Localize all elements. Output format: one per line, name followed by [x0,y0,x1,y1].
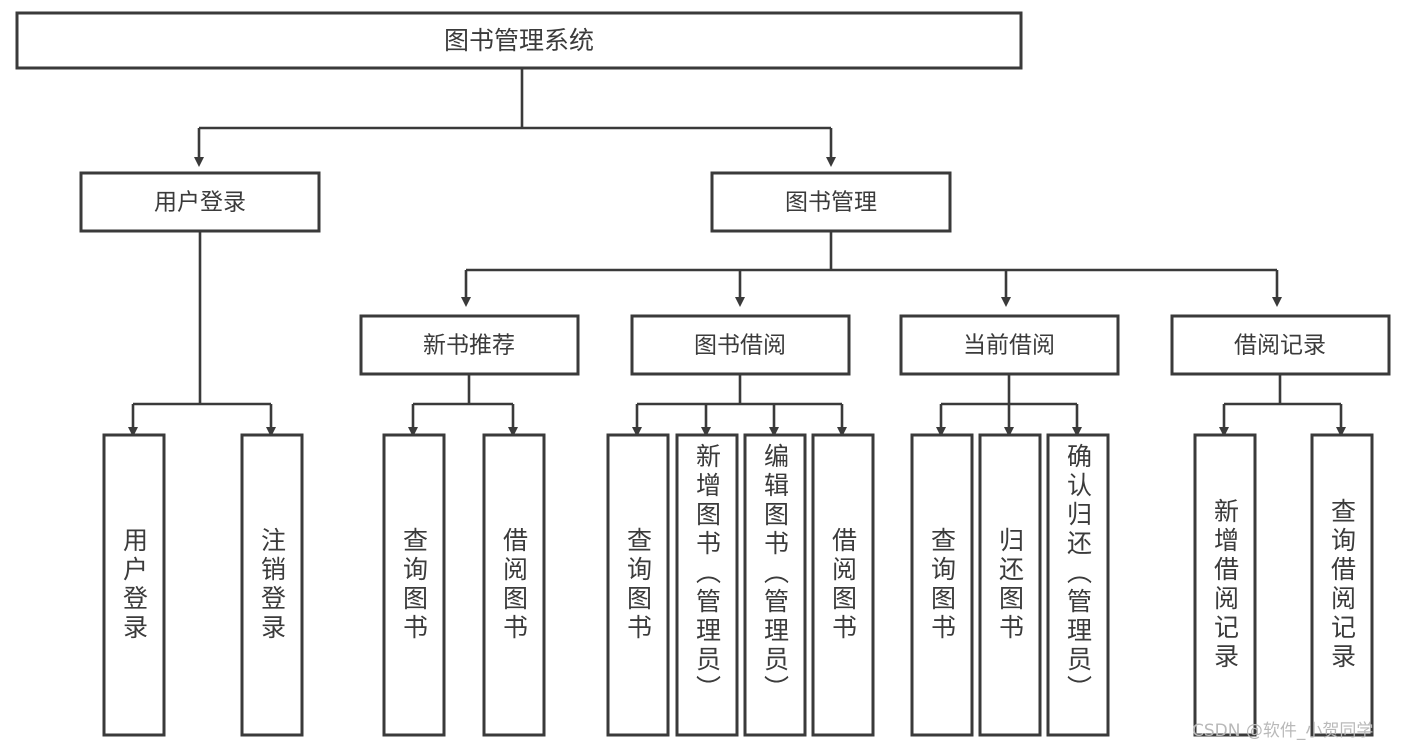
node-book-management[interactable]: 图书管理 [710,171,952,233]
node-new-book-recommend[interactable]: 新书推荐 [359,314,580,376]
node-borrow-record[interactable]: 借阅记录 [1170,314,1391,376]
node-book-management-box [710,171,952,233]
node-user-login-label: 用户登录 [154,190,246,216]
leaf-box-user-login-1[interactable] [240,433,304,737]
node-book-management-label: 图书管理 [785,190,877,216]
node-book-borrow-box [630,314,851,376]
leaf-box-user-login-0[interactable] [102,433,166,737]
node-borrow-record-label: 借阅记录 [1234,333,1326,359]
node-borrow-record-box [1170,314,1391,376]
leaf-box-current-borrow-1[interactable] [978,433,1042,737]
csdn-watermark: CSDN @软件_小贺同学 [1192,721,1374,741]
node-root-label: 图书管理系统 [444,26,594,55]
leaf-box-current-borrow-2[interactable] [1046,433,1110,737]
leaf-box-current-borrow-0[interactable] [910,433,974,737]
node-user-login[interactable]: 用户登录 [79,171,321,233]
leaf-box-book-borrow-1[interactable] [675,433,739,737]
node-book-borrow-label: 图书借阅 [694,333,786,359]
node-current-borrow[interactable]: 当前借阅 [899,314,1120,376]
node-root-box [15,11,1023,70]
leaf-box-borrow-record-0[interactable] [1193,433,1257,737]
leaf-box-book-borrow-3[interactable] [811,433,875,737]
node-new-book-recommend-label: 新书推荐 [423,333,515,359]
node-root-system[interactable]: 图书管理系统 [15,11,1023,70]
leaf-box-new-book-1[interactable] [482,433,546,737]
leaf-box-new-book-0[interactable] [382,433,446,737]
node-current-borrow-box [899,314,1120,376]
node-book-borrow[interactable]: 图书借阅 [630,314,851,376]
node-current-borrow-label: 当前借阅 [963,333,1055,359]
leaf-box-borrow-record-1[interactable] [1310,433,1374,737]
leaf-box-book-borrow-2[interactable] [743,433,807,737]
node-new-book-recommend-box [359,314,580,376]
leaf-box-book-borrow-0[interactable] [606,433,670,737]
